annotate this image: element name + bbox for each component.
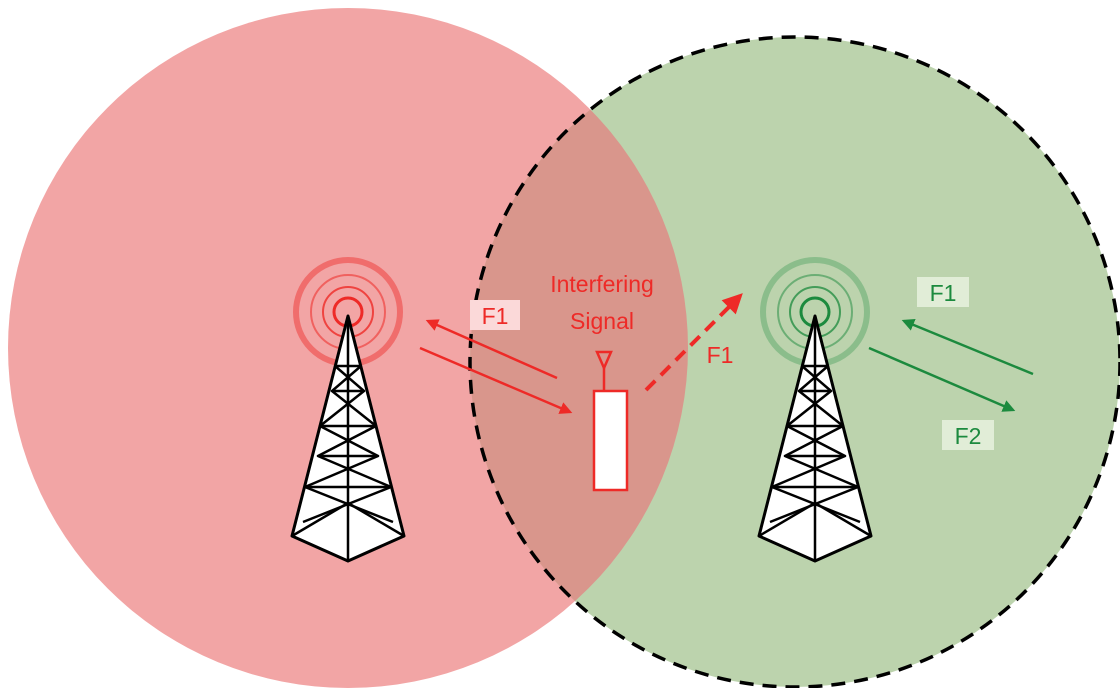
right-f2-label-bg	[942, 420, 994, 450]
right-uplink-arrow	[901, 319, 1034, 376]
interfering-signal-label-line1: Interfering	[550, 271, 654, 297]
left-f1-label: F1	[482, 303, 509, 329]
right-f1-label: F1	[930, 280, 957, 306]
right-cell-tower-icon	[757, 314, 873, 563]
interfering-signal-arrow	[644, 293, 743, 392]
interfering-signal-label-line2: Signal	[570, 308, 634, 334]
left-f1-label-bg	[470, 300, 520, 330]
right-f1-label-bg	[917, 277, 969, 307]
mobile-f1-label: F1	[707, 342, 734, 368]
mobile-device-icon	[592, 350, 629, 492]
left-cell-tower-icon	[290, 314, 406, 563]
left-uplink-arrow	[425, 319, 558, 380]
left-downlink-arrow	[419, 346, 573, 414]
right-f2-label: F2	[955, 423, 982, 449]
overlap-region	[470, 37, 688, 687]
right-cell-boundary	[468, 35, 1120, 688]
right-downlink-arrow	[868, 346, 1016, 412]
